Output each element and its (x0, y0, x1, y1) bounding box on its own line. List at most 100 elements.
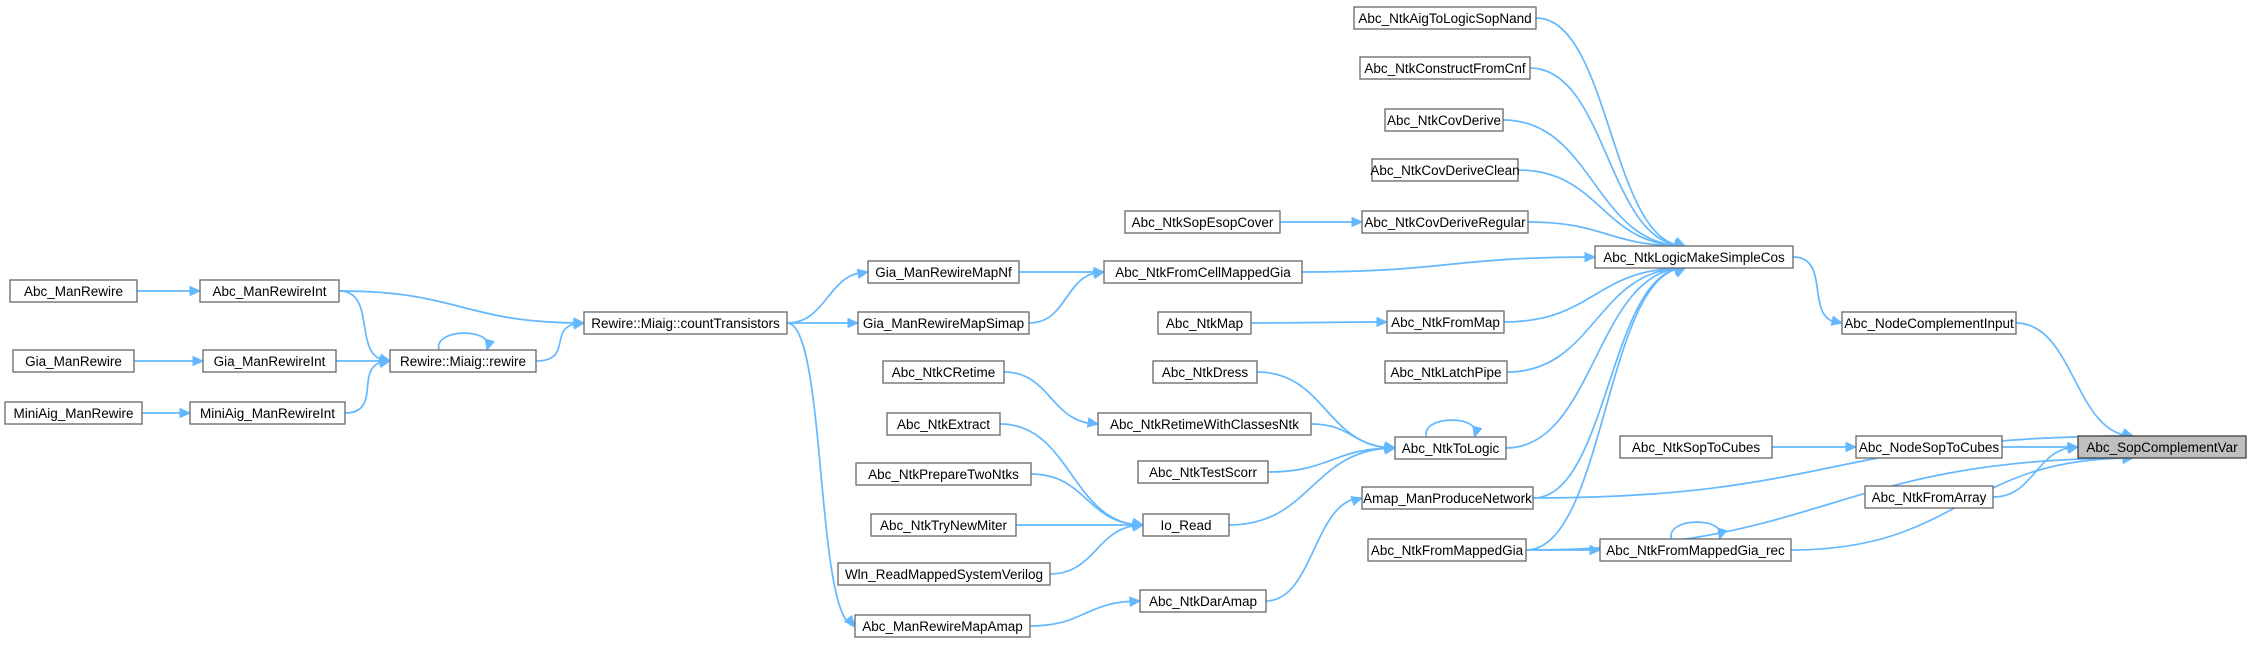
edge-aigToLogicSopNand-to-logicMakeSimpleCos (1535, 17, 1686, 247)
node-amapProduce[interactable]: Amap_ManProduceNetwork (1361, 486, 1534, 510)
node-covDeriveRegular[interactable]: Abc_NtkCovDeriveRegular (1361, 210, 1529, 234)
edge-wlnReadMapped-to-ioRead-arrow (1131, 521, 1145, 532)
edge-ntkFromMappedGia-to-root (1525, 457, 2134, 551)
node-rewireMapAmap[interactable]: Abc_ManRewireMapAmap (854, 614, 1031, 638)
edge-logicMakeSimpleCos-to-nodeCompInput (1792, 256, 1843, 324)
node-ntkFromArray[interactable]: Abc_NtkFromArray (1864, 485, 1994, 509)
node-ntkDarAmap[interactable]: Abc_NtkDarAmap (1139, 589, 1267, 613)
node-giaManRewireInt[interactable]: Gia_ManRewireInt (202, 349, 337, 373)
node-wlnReadMapped[interactable]: Wln_ReadMappedSystemVerilog (837, 562, 1051, 586)
node-box-rewireMapNf (867, 260, 1020, 284)
node-ntkFromMappedGiaRec[interactable]: Abc_NtkFromMappedGia_rec (1599, 538, 1792, 562)
node-nodeSopToCubes[interactable]: Abc_NodeSopToCubes (1855, 435, 2003, 459)
node-rewireMapSimap[interactable]: Gia_ManRewireMapSimap (857, 311, 1030, 335)
node-rewireMapNf[interactable]: Gia_ManRewireMapNf (867, 260, 1020, 284)
node-box-aigToLogicSopNand (1353, 6, 1537, 30)
node-ntkMap[interactable]: Abc_NtkMap (1157, 311, 1252, 335)
node-label-giaManRewireInt: Gia_ManRewireInt (214, 354, 326, 369)
node-box-ntkDress (1152, 360, 1258, 384)
node-ioRead[interactable]: Io_Read (1142, 513, 1230, 537)
edge-covDerive-to-logicMakeSimpleCos (1502, 119, 1686, 247)
node-label-ioRead: Io_Read (1160, 518, 1211, 533)
node-box-giaManRewireInt (202, 349, 337, 373)
node-fromMap[interactable]: Abc_NtkFromMap (1386, 310, 1505, 334)
node-nodeCompInput[interactable]: Abc_NodeComplementInput (1841, 311, 2017, 335)
node-countTransistors[interactable]: Rewire::Miaig::countTransistors (583, 311, 788, 335)
node-retimeWithClasses[interactable]: Abc_NtkRetimeWithClassesNtk (1097, 412, 1312, 436)
node-ntkToLogic[interactable]: Abc_NtkToLogic (1394, 436, 1507, 460)
node-label-ntkFromMappedGia: Abc_NtkFromMappedGia (1371, 543, 1524, 558)
node-fromCellMappedGia[interactable]: Abc_NtkFromCellMappedGia (1103, 260, 1303, 284)
edge-covDeriveClean-to-logicMakeSimpleCos (1517, 169, 1686, 247)
edge-ntkMap-to-fromMap-arrow (1376, 316, 1389, 328)
node-ntkFromMappedGia[interactable]: Abc_NtkFromMappedGia (1367, 538, 1527, 562)
edge-miniAigRewireInt-to-miaigRewire-arrow (378, 357, 392, 369)
edge-giaManRewire-to-giaManRewireInt-arrow (192, 355, 205, 367)
edge-ntkSopToCubes-to-nodeSopToCubes-arrow (1845, 441, 1858, 453)
node-box-amapProduce (1361, 486, 1534, 510)
node-ntkExtract[interactable]: Abc_NtkExtract (886, 412, 1001, 436)
node-label-sopEsopCover: Abc_NtkSopEsopCover (1132, 215, 1274, 230)
edge-ntkToLogic-to-ntkToLogic (1425, 419, 1476, 438)
node-miaigRewire[interactable]: Rewire::Miaig::rewire (389, 349, 537, 373)
node-box-wlnReadMapped (837, 562, 1051, 586)
edge-fromCellMappedGia-to-logicMakeSimpleCos-arrow (1584, 251, 1597, 263)
node-miniAigRewireInt[interactable]: MiniAig_ManRewireInt (189, 401, 346, 425)
edge-ntkCRetime-to-retimeWithClasses-arrow (1086, 417, 1100, 428)
node-label-nodeCompInput: Abc_NodeComplementInput (1844, 316, 2014, 331)
edge-rewireMapAmap-to-ntkDarAmap (1029, 600, 1141, 627)
node-ntkSopToCubes[interactable]: Abc_NtkSopToCubes (1619, 435, 1773, 459)
edge-covDeriveRegular-to-logicMakeSimpleCos (1527, 221, 1686, 247)
node-aigToLogicSopNand[interactable]: Abc_NtkAigToLogicSopNand (1353, 6, 1537, 30)
edge-layer (134, 17, 2135, 627)
node-tryNewMiter[interactable]: Abc_NtkTryNewMiter (870, 513, 1017, 537)
node-root[interactable]: Abc_SopComplementVar (2077, 435, 2247, 459)
node-box-latchPipe (1384, 360, 1508, 384)
node-logicMakeSimpleCos[interactable]: Abc_NtkLogicMakeSimpleCos (1594, 245, 1794, 269)
edge-fromMap-to-logicMakeSimpleCos (1503, 267, 1686, 323)
node-box-covDeriveRegular (1361, 210, 1529, 234)
node-label-retimeWithClasses: Abc_NtkRetimeWithClassesNtk (1110, 417, 1299, 432)
node-ntkDress[interactable]: Abc_NtkDress (1152, 360, 1258, 384)
node-latchPipe[interactable]: Abc_NtkLatchPipe (1384, 360, 1508, 384)
node-box-ntkCRetime (882, 360, 1005, 384)
edge-miniAigRewireInt-to-miaigRewire (344, 360, 391, 414)
node-box-abcManRewire (9, 279, 138, 303)
edge-logicMakeSimpleCos-to-nodeCompInput-arrow (1830, 315, 1844, 326)
edge-ntkFromArray-to-root (1992, 446, 2079, 498)
edge-countTransistors-to-rewireMapNf-arrow (856, 268, 870, 280)
node-box-ntkExtract (886, 412, 1001, 436)
node-constructFromCnf[interactable]: Abc_NtkConstructFromCnf (1359, 56, 1531, 80)
node-label-ntkTestScorr: Abc_NtkTestScorr (1149, 465, 1258, 480)
node-box-logicMakeSimpleCos (1594, 245, 1794, 269)
node-label-ntkSopToCubes: Abc_NtkSopToCubes (1632, 440, 1761, 455)
node-abcManRewireInt[interactable]: Abc_ManRewireInt (199, 279, 340, 303)
edge-ioRead-to-ntkToLogic-arrow (1383, 444, 1397, 455)
node-abcManRewire[interactable]: Abc_ManRewire (9, 279, 138, 303)
node-box-prepareTwoNtks (855, 462, 1032, 486)
node-covDeriveClean[interactable]: Abc_NtkCovDeriveClean (1370, 158, 1520, 182)
edge-fromCellMappedGia-to-logicMakeSimpleCos (1301, 256, 1596, 273)
edge-ntkFromArray-to-root-arrow (2066, 443, 2080, 454)
node-label-miniAigManRewire: MiniAig_ManRewire (13, 406, 133, 421)
edge-wlnReadMapped-to-ioRead (1049, 524, 1144, 575)
node-label-aigToLogicSopNand: Abc_NtkAigToLogicSopNand (1358, 11, 1531, 26)
edge-rewireMapSimap-to-fromCellMappedGia-arrow (1092, 268, 1106, 280)
edge-countTransistors-to-rewireMapAmap (786, 322, 856, 627)
node-ntkTestScorr[interactable]: Abc_NtkTestScorr (1137, 460, 1269, 484)
edge-sopEsopCover-to-covDeriveRegular-arrow (1351, 216, 1364, 228)
node-box-miaigRewire (389, 349, 537, 373)
node-giaManRewire[interactable]: Gia_ManRewire (12, 349, 135, 373)
node-label-ntkMap: Abc_NtkMap (1166, 316, 1243, 331)
node-miniAigManRewire[interactable]: MiniAig_ManRewire (4, 401, 143, 425)
node-covDerive[interactable]: Abc_NtkCovDerive (1384, 108, 1504, 132)
edge-ntkFromMappedGiaRec-to-ntkFromMappedGiaRec (1670, 521, 1721, 540)
node-ntkCRetime[interactable]: Abc_NtkCRetime (882, 360, 1005, 384)
node-prepareTwoNtks[interactable]: Abc_NtkPrepareTwoNtks (855, 462, 1032, 486)
node-box-ntkTestScorr (1137, 460, 1269, 484)
node-label-tryNewMiter: Abc_NtkTryNewMiter (880, 518, 1008, 533)
edge-miaigRewire-to-miaigRewire (438, 332, 488, 351)
node-sopEsopCover[interactable]: Abc_NtkSopEsopCover (1124, 210, 1281, 234)
edge-ntkDress-to-ntkToLogic (1256, 371, 1396, 449)
